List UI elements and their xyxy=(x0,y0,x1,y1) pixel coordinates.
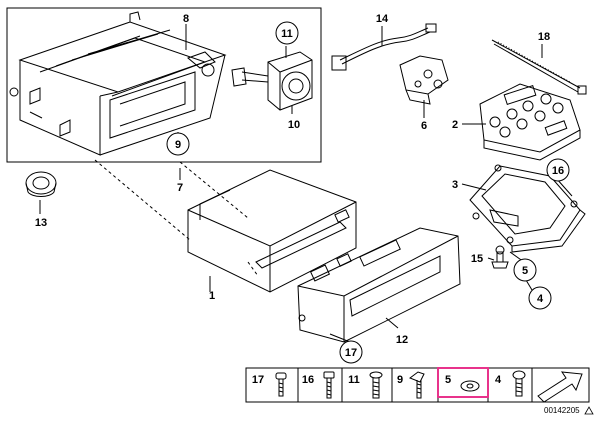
tray-label-11: 11 xyxy=(348,374,360,386)
callout-11: 11 xyxy=(281,28,293,40)
part-3-bracket-plate xyxy=(469,164,586,253)
wing-screw-9-icon xyxy=(408,371,425,399)
callout-1: 1 xyxy=(209,290,215,302)
callout-8: 8 xyxy=(183,13,189,25)
callout-3: 3 xyxy=(452,179,458,191)
screw-4-icon xyxy=(512,370,526,397)
highlight-box xyxy=(437,367,489,398)
tray-label-4: 4 xyxy=(495,374,502,386)
part-12-front-panel xyxy=(297,227,461,343)
next-page-arrow-icon[interactable] xyxy=(537,371,583,403)
callout-13: 13 xyxy=(35,217,47,229)
callout-9: 9 xyxy=(175,139,181,151)
screw-17-icon xyxy=(275,372,287,397)
assembly-frame xyxy=(6,7,322,163)
callout-4: 4 xyxy=(537,293,544,305)
callout-14: 14 xyxy=(376,13,389,25)
part-1-radio-unit xyxy=(187,169,357,293)
callout-10: 10 xyxy=(288,119,300,131)
part-7-mounting-frame xyxy=(9,11,227,156)
tray-label-9: 9 xyxy=(397,374,403,386)
hardware-tray: 17 16 11 9 5 4 xyxy=(245,367,590,403)
part-10-blower-motor xyxy=(231,51,313,111)
callout-7: 7 xyxy=(177,182,183,194)
callout-15: 15 xyxy=(471,253,483,265)
callout-5: 5 xyxy=(522,265,528,277)
callout-16: 16 xyxy=(552,165,564,177)
screw-16-icon xyxy=(323,371,335,399)
tray-label-5: 5 xyxy=(445,374,451,386)
part-18-cable-tie xyxy=(491,39,587,95)
callout-12: 12 xyxy=(396,334,408,346)
part-13-grommet xyxy=(25,171,57,197)
tray-label-16: 16 xyxy=(302,374,314,386)
callout-17: 17 xyxy=(345,347,357,359)
callout-6: 6 xyxy=(421,120,427,132)
part-14-wiring-harness xyxy=(331,23,437,71)
tray-label-17: 17 xyxy=(252,374,264,386)
revision-triangle-icon xyxy=(584,406,594,415)
callout-18: 18 xyxy=(538,31,550,43)
part-2-keypad-panel xyxy=(479,83,581,161)
document-number: 00142205 xyxy=(544,406,580,415)
part-15-thumb-screw xyxy=(491,245,509,269)
part-6-switch-housing xyxy=(399,55,449,105)
screw-11-icon xyxy=(369,371,383,399)
washer-5-icon xyxy=(460,380,480,392)
callout-2: 2 xyxy=(452,119,458,131)
